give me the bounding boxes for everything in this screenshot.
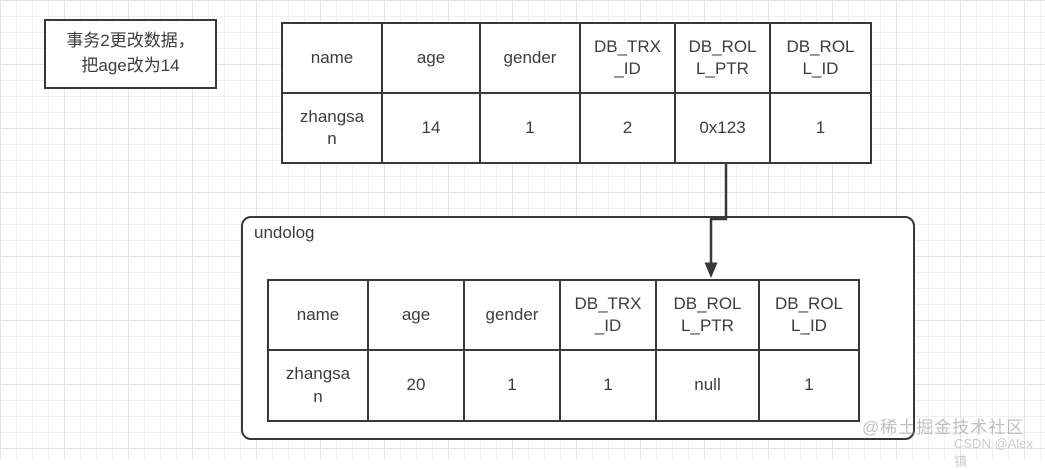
undolog-header-age: age — [367, 279, 465, 351]
record-table: name age gender DB_TRX _ID DB_ROL L_PTR … — [281, 22, 872, 164]
undolog-cell-gender: 1 — [463, 349, 561, 422]
record-cell-gender: 1 — [479, 92, 581, 164]
undolog-table-data-row: zhangsa n 20 1 1 null 1 — [267, 349, 860, 422]
undolog-cell-db-roll-ptr: null — [655, 349, 760, 422]
record-header-name: name — [281, 22, 383, 94]
undolog-header-name: name — [267, 279, 369, 351]
undolog-cell-name: zhangsa n — [267, 349, 369, 422]
record-header-gender: gender — [479, 22, 581, 94]
undolog-table-header-row: name age gender DB_TRX _ID DB_ROL L_PTR … — [267, 279, 860, 351]
record-cell-db-roll-id: 1 — [769, 92, 872, 164]
record-header-age: age — [381, 22, 481, 94]
record-cell-age: 14 — [381, 92, 481, 164]
undolog-label: undolog — [254, 223, 315, 242]
record-header-db-trx-id: DB_TRX _ID — [579, 22, 676, 94]
transaction-note: 事务2更改数据， 把age改为14 — [44, 19, 217, 89]
record-cell-name: zhangsa n — [281, 92, 383, 164]
undolog-header-gender: gender — [463, 279, 561, 351]
record-header-db-roll-ptr: DB_ROL L_PTR — [674, 22, 771, 94]
undolog-cell-db-trx-id: 1 — [559, 349, 657, 422]
record-table-data-row: zhangsa n 14 1 2 0x123 1 — [281, 92, 872, 164]
record-cell-db-trx-id: 2 — [579, 92, 676, 164]
record-header-db-roll-id: DB_ROL L_ID — [769, 22, 872, 94]
record-cell-db-roll-ptr: 0x123 — [674, 92, 771, 164]
undolog-header-db-roll-ptr: DB_ROL L_PTR — [655, 279, 760, 351]
undolog-table: name age gender DB_TRX _ID DB_ROL L_PTR … — [267, 279, 860, 422]
transaction-note-line2: 把age改为14 — [81, 56, 180, 75]
record-table-header-row: name age gender DB_TRX _ID DB_ROL L_PTR … — [281, 22, 872, 94]
undolog-cell-db-roll-id: 1 — [758, 349, 860, 422]
undolog-cell-age: 20 — [367, 349, 465, 422]
undolog-header-db-trx-id: DB_TRX _ID — [559, 279, 657, 351]
csdn-watermark: CSDN @Alex镇 — [954, 436, 1033, 469]
undolog-header-db-roll-id: DB_ROL L_ID — [758, 279, 860, 351]
transaction-note-line1: 事务2更改数据， — [66, 31, 195, 51]
